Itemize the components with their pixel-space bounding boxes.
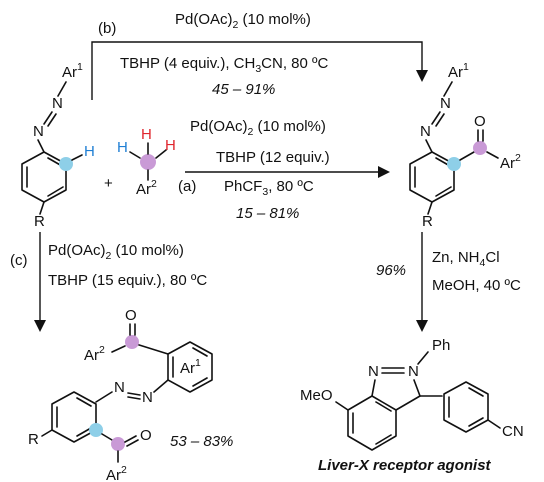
- p1-n-upper: N: [440, 95, 451, 112]
- indazole-n2: N: [408, 363, 419, 380]
- route-b-catalyst: Pd(OAc)2 (10 mol%): [175, 11, 311, 31]
- route-b-arrow: [91, 41, 428, 100]
- p1-oxygen: O: [474, 113, 486, 130]
- product-name: Liver-X receptor agonist: [318, 457, 492, 474]
- sm-ar1-label: Ar1: [62, 61, 83, 81]
- p1-aryl-dot: [447, 157, 461, 171]
- p2-carbonyl-dot-top: [125, 335, 139, 349]
- sm-ch-dot: [59, 157, 73, 171]
- p2-carbonyl-dot-bottom: [111, 437, 125, 451]
- indazole-meo: MeO: [300, 387, 333, 404]
- p1-ar2-label: Ar2: [500, 152, 521, 172]
- reduction-conditions: MeOH, 40 ºC: [432, 277, 521, 294]
- p2-ar1-label: Ar1: [180, 357, 201, 377]
- route-a-tag: (a): [178, 178, 196, 195]
- bis-acyl-product: Ar1 O Ar2 N N R O Ar2: [28, 307, 213, 482]
- methyl-dot: [140, 154, 156, 170]
- plus-sign: +: [104, 175, 113, 192]
- sm-n-lower: N: [33, 123, 44, 140]
- p1-n-lower: N: [420, 123, 431, 140]
- route-a-catalyst: Pd(OAc)2 (10 mol%): [190, 118, 326, 138]
- reduction-reagent: Zn, NH4Cl: [432, 249, 500, 269]
- starting-azoarene: Ar1 N N H R: [21, 61, 95, 230]
- indazole-cn: CN: [502, 423, 524, 440]
- indazole-ph: Ph: [432, 337, 450, 354]
- p2-r-label: R: [28, 431, 39, 448]
- route-c-oxidant: TBHP (15 equiv.), 80 ºC: [48, 272, 207, 289]
- sm-h-label: H: [84, 143, 95, 160]
- p2-n-right: N: [142, 389, 153, 406]
- route-a-solvent: PhCF3, 80 ºC: [224, 178, 314, 198]
- reduction-arrow: [416, 232, 428, 332]
- methyl-h-top: H: [141, 126, 152, 143]
- route-c-yield: 53 – 83%: [170, 433, 233, 450]
- p2-ar2-top: Ar2: [84, 344, 105, 364]
- methyl-h-right: H: [165, 137, 176, 154]
- route-c-tag: (c): [10, 252, 28, 269]
- route-a-arrow: [185, 166, 390, 178]
- sm-r-label: R: [34, 213, 45, 230]
- route-a-oxidant: TBHP (12 equiv.): [216, 149, 330, 166]
- p2-aryl-dot: [89, 423, 103, 437]
- route-b-yield: 45 – 91%: [212, 81, 275, 98]
- p1-ar1-label: Ar1: [448, 61, 469, 81]
- mono-acyl-product: Ar1 N N O Ar2 R: [409, 61, 521, 230]
- route-c-catalyst: Pd(OAc)2 (10 mol%): [48, 242, 184, 262]
- indazole-n1: N: [368, 363, 379, 380]
- p1-r-label: R: [422, 213, 433, 230]
- indazole-product: Ph N N MeO CN: [300, 337, 524, 451]
- methyl-ar2-label: Ar2: [136, 178, 157, 198]
- p2-oxygen-top: O: [125, 307, 137, 324]
- methyl-h-left: H: [117, 139, 128, 156]
- methylarene: H H H Ar2: [117, 126, 176, 198]
- p2-n-left: N: [114, 379, 125, 396]
- route-c-arrow: [34, 232, 46, 332]
- route-b-tag: (b): [98, 20, 116, 37]
- route-a-yield: 15 – 81%: [236, 205, 299, 222]
- route-b-conditions: TBHP (4 equiv.), CH3CN, 80 ºC: [120, 55, 329, 75]
- reduction-yield: 96%: [376, 262, 406, 279]
- p2-ar2-bottom: Ar2: [106, 464, 127, 482]
- sm-n-upper: N: [52, 95, 63, 112]
- p2-oxygen-bottom: O: [140, 427, 152, 444]
- p1-carbonyl-dot: [473, 141, 487, 155]
